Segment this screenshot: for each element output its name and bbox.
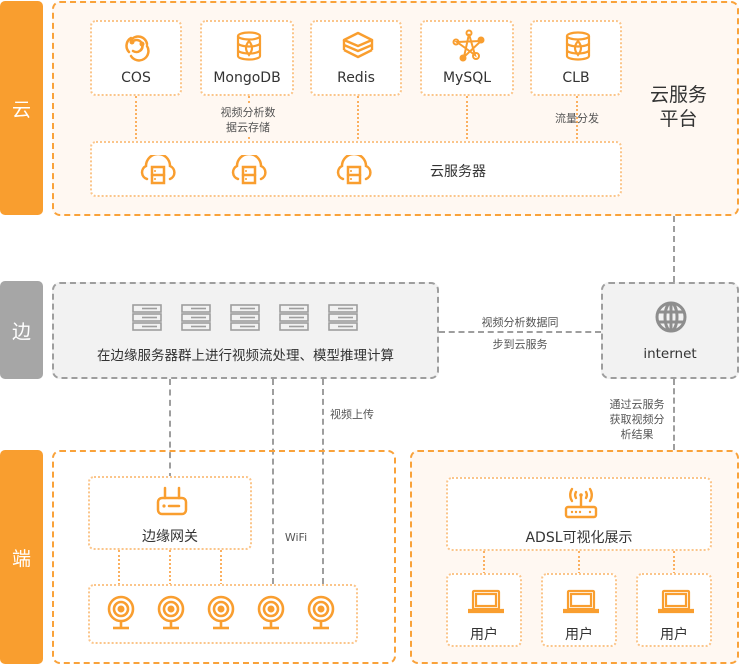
cloud-servers-label: 云服务器	[430, 164, 486, 180]
note-line: 获取视频分	[609, 413, 665, 426]
service-card-mysql[interactable]: MySQL	[420, 20, 514, 96]
connector-line	[578, 551, 580, 574]
service-card-mongodb[interactable]: MongoDB	[200, 20, 294, 96]
note-line: 析结果	[620, 428, 654, 441]
cloud-platform-title: 云服务 平台	[650, 83, 707, 131]
sync-note-line2: 步到云服务	[492, 338, 548, 351]
user-label: 用户	[660, 627, 688, 643]
wifi-note: WiFi	[284, 531, 308, 544]
laptop-icon	[658, 589, 694, 614]
service-label: Redis	[337, 70, 375, 86]
tier-label-cloud: 云	[0, 1, 43, 215]
note-line: 视频分析数	[220, 106, 276, 119]
server-rack-icon	[230, 304, 260, 331]
note-line: 通过云服务	[609, 398, 665, 411]
connector-line	[466, 96, 468, 143]
layers-icon	[342, 31, 374, 59]
server-rack-icon	[181, 304, 211, 331]
connector-line	[220, 550, 222, 585]
sync-note-line1: 视频分析数据同	[481, 316, 559, 329]
traffic-note: 流量分发	[555, 112, 599, 125]
tier-label-edge: 边	[0, 281, 43, 379]
cloud-platform-zone: COS MongoDB Redis	[52, 1, 739, 216]
adsl-card[interactable]: ADSL可视化展示	[446, 477, 712, 551]
adsl-label: ADSL可视化展示	[525, 530, 633, 546]
edge-cluster-zone[interactable]: 在边缘服务器群上进行视频流处理、模型推理计算	[52, 282, 439, 379]
internet-node[interactable]: internet	[601, 282, 739, 379]
connector-line	[118, 550, 120, 585]
cloud-internet-connector	[673, 216, 675, 282]
connector-line	[357, 96, 359, 143]
cloud-server-icon	[140, 155, 176, 185]
laptop-icon	[468, 589, 504, 614]
connector-line	[673, 551, 675, 574]
connector-line	[576, 96, 578, 143]
webcam-icon	[307, 595, 335, 630]
tier-label-end: 端	[0, 450, 43, 664]
edge-camera-connector	[322, 379, 324, 584]
edge-camera-connector	[272, 379, 274, 584]
user-card[interactable]: 用户	[446, 573, 522, 647]
service-card-cos[interactable]: COS	[90, 20, 182, 96]
user-card[interactable]: 用户	[541, 573, 617, 647]
database-icon	[565, 31, 591, 61]
database-icon	[236, 31, 262, 61]
webcam-icon	[257, 595, 285, 630]
service-label: COS	[121, 70, 151, 86]
server-rack-icon	[132, 304, 162, 331]
edge-cluster-label: 在边缘服务器群上进行视频流处理、模型推理计算	[97, 348, 394, 364]
globe-icon	[655, 301, 687, 333]
sync-connector	[439, 331, 601, 333]
note-line: 据云存储	[226, 121, 270, 134]
cloud-server-icon	[336, 155, 372, 185]
camera-group	[88, 584, 358, 644]
title-line: 平台	[659, 108, 698, 130]
server-rack-icon	[328, 304, 358, 331]
internet-adsl-connector	[673, 379, 675, 450]
connector-line	[135, 96, 137, 143]
webcam-icon	[207, 595, 235, 630]
webcam-icon	[157, 595, 185, 630]
title-line: 云服务	[650, 84, 708, 106]
edge-gateway-connector	[169, 379, 171, 479]
upload-note: 视频上传	[330, 408, 374, 421]
user-label: 用户	[565, 627, 593, 643]
user-card[interactable]: 用户	[636, 573, 712, 647]
service-card-redis[interactable]: Redis	[310, 20, 402, 96]
connector-line	[169, 550, 171, 585]
router-icon	[156, 486, 188, 516]
network-star-icon	[452, 29, 485, 62]
service-label: MongoDB	[213, 70, 281, 86]
server-rack-icon	[279, 304, 309, 331]
wireless-router-icon	[564, 487, 598, 519]
user-label: 用户	[470, 627, 498, 643]
result-note: 通过云服务 获取视频分 析结果	[606, 397, 668, 442]
webcam-icon	[107, 595, 135, 630]
cloud-server-icon	[231, 155, 267, 185]
edge-gateway-card[interactable]: 边缘网关	[88, 476, 252, 550]
service-label: CLB	[562, 70, 590, 86]
service-label: MySQL	[442, 70, 492, 86]
storage-note: 视频分析数 据云存储	[212, 105, 284, 135]
laptop-icon	[563, 589, 599, 614]
internet-label: internet	[643, 346, 697, 362]
edge-gateway-label: 边缘网关	[142, 529, 198, 545]
cloud-servers-card[interactable]: 云服务器	[90, 141, 622, 197]
connector-line	[483, 551, 485, 574]
adsl-zone: ADSL可视化展示 用户 用户 用户	[410, 450, 739, 664]
cos-icon	[125, 35, 150, 62]
service-card-clb[interactable]: CLB	[530, 20, 622, 96]
